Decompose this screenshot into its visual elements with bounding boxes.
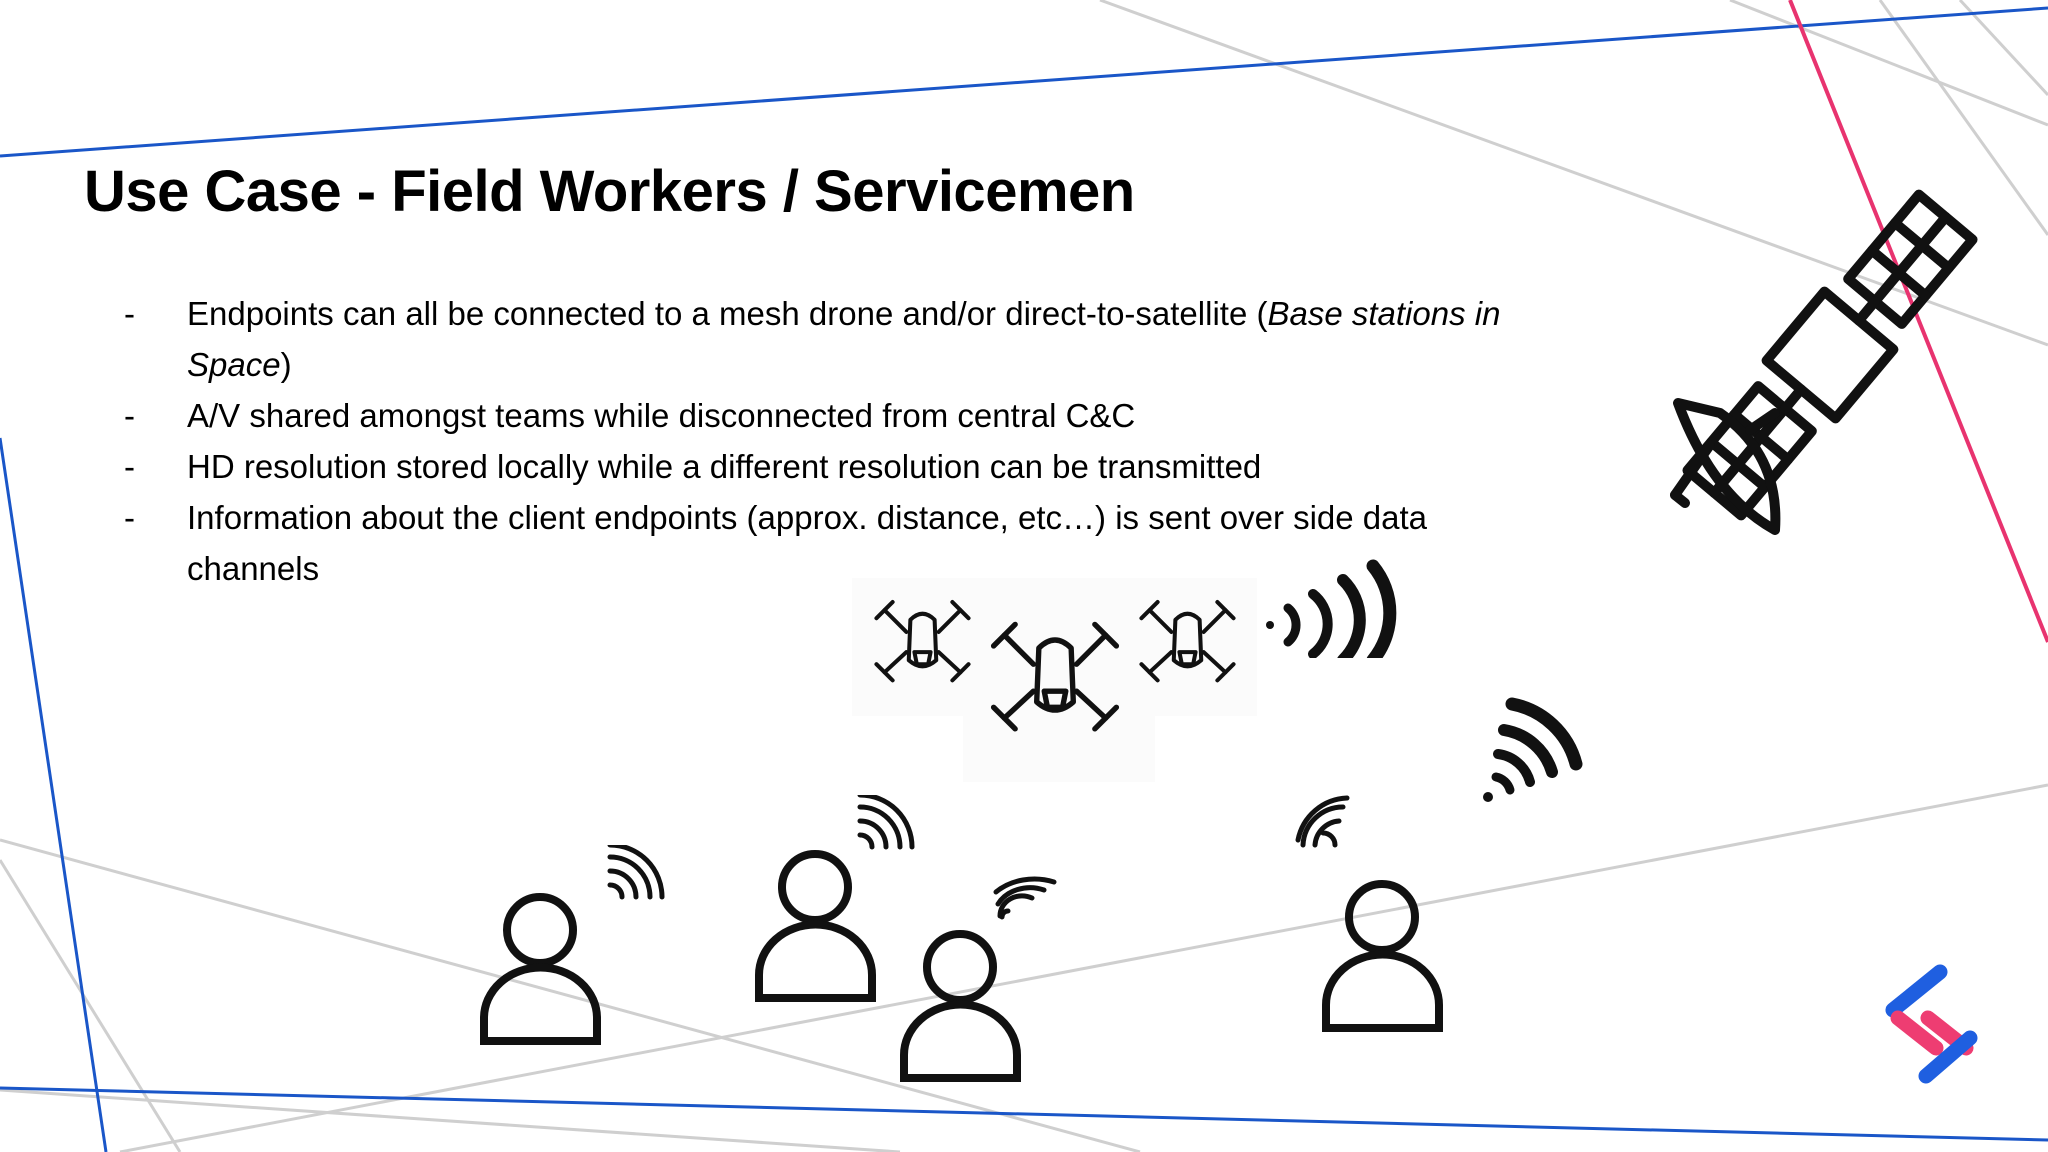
- wifi-signal-icon: [1483, 697, 1583, 802]
- bullet-item: - HD resolution stored locally while a di…: [124, 441, 1544, 492]
- person-icon: [900, 930, 1021, 1082]
- drones-panel-shadow: [963, 700, 1155, 782]
- bullet-text-tail: ): [280, 346, 292, 383]
- brand-logo-icon: [1885, 964, 1978, 1084]
- bullet-item: - A/V shared amongst teams while disconne…: [124, 390, 1544, 441]
- person-icon: [755, 850, 876, 1002]
- wifi-signal-icon: [607, 845, 665, 900]
- drone-icon: [990, 621, 1120, 732]
- bullet-text: Information about the client endpoints (…: [187, 499, 1428, 587]
- bullet-marker: -: [124, 448, 135, 485]
- bullet-text: HD resolution stored locally while a dif…: [187, 448, 1262, 485]
- page-title: Use Case - Field Workers / Servicemen: [84, 159, 1135, 224]
- person-icon: [480, 893, 601, 1045]
- drone-icon: [874, 600, 971, 683]
- bullet-item: - Endpoints can all be connected to a mes…: [124, 288, 1544, 390]
- satellite-icon: [1670, 189, 1978, 535]
- wifi-signal-icon: [857, 795, 915, 850]
- bullet-list: - Endpoints can all be connected to a mes…: [124, 288, 1544, 594]
- bullet-text: Endpoints can all be connected to a mesh…: [187, 295, 1268, 332]
- wifi-signal-icon: [1266, 559, 1397, 658]
- person-icon: [1322, 880, 1443, 1032]
- wifi-signal-icon: [1295, 795, 1350, 848]
- bullet-text: A/V shared amongst teams while disconnec…: [187, 397, 1136, 434]
- wifi-signal-icon: [993, 876, 1057, 920]
- bullet-marker: -: [124, 295, 135, 332]
- bullet-item: - Information about the client endpoints …: [124, 492, 1544, 594]
- drone-icon: [1139, 600, 1236, 683]
- bullet-marker: -: [124, 499, 135, 536]
- bullet-text-italic: Base stations in Space: [187, 295, 1501, 383]
- bullet-marker: -: [124, 397, 135, 434]
